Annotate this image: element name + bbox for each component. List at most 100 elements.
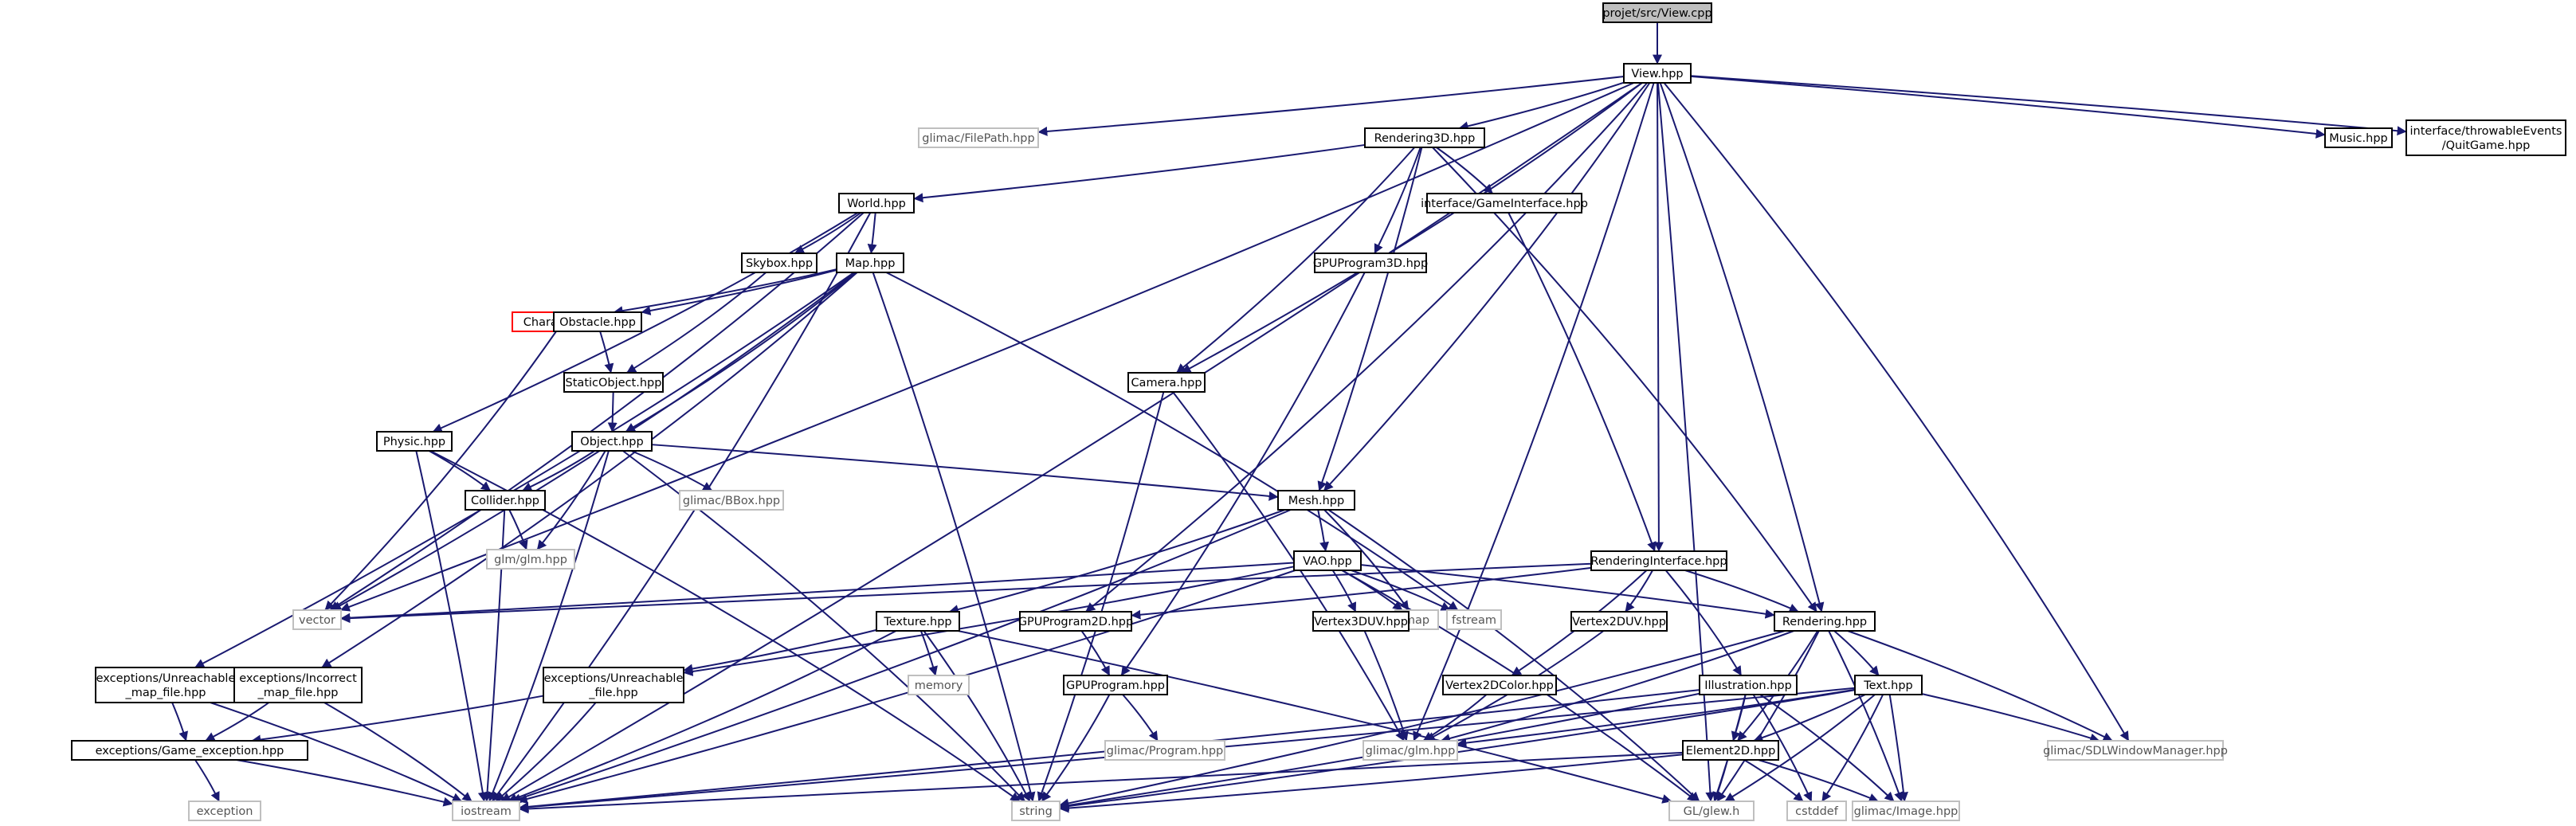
node-rendering3d[interactable]: Rendering3D.hpp: [1364, 127, 1485, 148]
node-box-mesh: [1277, 490, 1355, 511]
node-unreach_file[interactable]: exceptions/Unreachable_file.hpp: [543, 667, 684, 703]
edge-vao-to-unreach_file: [683, 566, 1295, 676]
node-glew: GL/glew.h: [1668, 801, 1755, 821]
node-illustration[interactable]: Illustration.hpp: [1699, 675, 1798, 695]
node-label-glimac_image: glimac/Image.hpp: [1854, 805, 1958, 818]
edge-renderinginterface-to-gpuprogram2d: [1131, 566, 1592, 620]
node-view_hpp[interactable]: View.hpp: [1623, 63, 1692, 84]
node-label-glm_glm: glm/glm.hpp: [494, 554, 567, 566]
edge-unreach_map-to-game_exception: [171, 702, 188, 742]
edge-game_exception-to-iostream: [236, 759, 453, 807]
node-gpuprogram2d[interactable]: GPUProgram2D.hpp: [1018, 611, 1133, 632]
node-label-incorrect_map: exceptions/Incorrect: [239, 672, 357, 685]
node-staticobject[interactable]: StaticObject.hpp: [563, 372, 664, 393]
edge-illustration-to-glimac_image: [1759, 694, 1895, 802]
node-vertex2duv[interactable]: Vertex2DUV.hpp: [1570, 611, 1668, 632]
node-box-vertex3duv: [1312, 611, 1410, 632]
edge-rendering3d-to-gameinterface: [1436, 147, 1494, 194]
node-box-quitgame: [2405, 119, 2566, 156]
edge-texture-to-glew: [958, 630, 1672, 804]
edge-renderinginterface-to-vertex2duv: [1625, 570, 1653, 613]
node-label-glimac_filepath: glimac/FilePath.hpp: [922, 132, 1034, 145]
edge-rendering3d-to-world: [913, 143, 1366, 203]
edge-gpuprogram2d-to-gpuprogram: [1080, 630, 1111, 676]
node-view_cpp[interactable]: projet/src/View.cpp: [1602, 2, 1712, 23]
node-gpuprogram[interactable]: GPUProgram.hpp: [1063, 675, 1168, 695]
edge-object-to-glimac_bbox: [630, 450, 713, 491]
node-gpuprogram3d[interactable]: GPUProgram3D.hpp: [1313, 252, 1428, 273]
node-label-glew: GL/glew.h: [1684, 805, 1740, 818]
edge-world-to-skybox: [794, 212, 862, 254]
node-vao[interactable]: VAO.hpp: [1293, 550, 1362, 571]
node-object[interactable]: Object.hpp: [571, 431, 653, 452]
edge-map-to-obstacle: [641, 269, 837, 315]
edge-view_hpp-to-camera: [1181, 82, 1643, 374]
node-camera[interactable]: Camera.hpp: [1127, 372, 1206, 393]
node-glimac_bbox: glimac/BBox.hpp: [679, 490, 784, 511]
node-label-map: Map.hpp: [845, 257, 896, 270]
node-label-exception: exception: [197, 805, 253, 818]
node-box-sdlwindow: [2047, 740, 2224, 761]
node-renderinginterface[interactable]: RenderingInterface.hpp: [1590, 550, 1727, 571]
node-label-obstacle: Obstacle.hpp: [559, 316, 636, 329]
node-box-illustration: [1699, 675, 1798, 695]
node-cstddef: cstddef: [1786, 801, 1847, 821]
node-physic[interactable]: Physic.hpp: [376, 431, 453, 452]
node-quitgame[interactable]: interface/throwableEvents/QuitGame.hpp: [2405, 119, 2566, 156]
node-label-sdlwindow: glimac/SDLWindowManager.hpp: [2043, 745, 2228, 757]
node-texture[interactable]: Texture.hpp: [876, 611, 960, 632]
edge-rendering-to-string: [1059, 630, 1786, 808]
node-box-vao: [1293, 550, 1362, 571]
node-box-string: [1011, 801, 1061, 821]
edge-mesh-to-map_std: [1323, 509, 1410, 611]
node-rendering[interactable]: Rendering.hpp: [1774, 611, 1876, 632]
edge-view_hpp-to-rendering3d: [1458, 81, 1625, 131]
edge-rendering3d-to-gpuprogram3d: [1374, 147, 1421, 254]
node-map[interactable]: Map.hpp: [836, 252, 904, 273]
edge-vao-to-rendering: [1360, 564, 1775, 619]
node-label-game_exception: exceptions/Game_exception.hpp: [96, 745, 284, 757]
node-vertex2dcolor[interactable]: Vertex2DColor.hpp: [1442, 675, 1557, 695]
edge-illustration-to-cstddef: [1752, 694, 1813, 802]
edge-rendering-to-glimac_glm: [1440, 630, 1794, 743]
node-vertex3duv[interactable]: Vertex3DUV.hpp: [1312, 611, 1410, 632]
node-world[interactable]: World.hpp: [838, 193, 915, 213]
node-label-glimac_program: glimac/Program.hpp: [1107, 745, 1224, 757]
node-mesh[interactable]: Mesh.hpp: [1277, 490, 1355, 511]
node-skybox[interactable]: Skybox.hpp: [741, 252, 817, 273]
edge-element2d-to-string: [1059, 754, 1684, 813]
node-sdlwindow: glimac/SDLWindowManager.hpp: [2043, 740, 2228, 761]
node-text[interactable]: Text.hpp: [1854, 675, 1923, 695]
node-music[interactable]: Music.hpp: [2324, 127, 2393, 148]
edge-vertex2dcolor-to-glimac_glm: [1422, 694, 1488, 742]
edge-view_hpp-to-music: [1690, 75, 2326, 139]
node-box-view_cpp: [1602, 2, 1712, 23]
edge-world-to-map: [867, 212, 877, 254]
edge-gpuprogram-to-glimac_program: [1122, 694, 1159, 742]
node-gameinterface[interactable]: interface/GameInterface.hpp: [1421, 193, 1588, 213]
node-incorrect_map[interactable]: exceptions/Incorrect_map_file.hpp: [233, 667, 363, 703]
node-box-collider: [465, 490, 546, 511]
edge-element2d-to-glew: [1713, 759, 1729, 802]
node-label-vertex2duv: Vertex2DUV.hpp: [1572, 616, 1666, 628]
node-unreach_map[interactable]: exceptions/Unreachable_map_file.hpp: [95, 667, 237, 703]
node-label-iostream: iostream: [461, 805, 512, 818]
node-box-unreach_file: [543, 667, 684, 703]
node-box-fstream: [1446, 609, 1502, 630]
edge-vao-to-vertex3duv: [1331, 570, 1357, 613]
node-element2d[interactable]: Element2D.hpp: [1682, 740, 1779, 761]
node-box-vertex2duv: [1570, 611, 1668, 632]
node-game_exception[interactable]: exceptions/Game_exception.hpp: [71, 740, 308, 761]
node-obstacle[interactable]: Obstacle.hpp: [553, 311, 642, 332]
node-memory: memory: [908, 675, 970, 695]
node-label-view_hpp: View.hpp: [1631, 68, 1683, 80]
node-label-rendering3d: Rendering3D.hpp: [1374, 132, 1476, 145]
node-box-skybox: [741, 252, 817, 273]
node-box-gpuprogram: [1063, 675, 1168, 695]
node-label-quitgame: /QuitGame.hpp: [2442, 139, 2531, 152]
edge-view_hpp-to-quitgame: [1690, 75, 2407, 136]
node-label-view_cpp: projet/src/View.cpp: [1602, 7, 1711, 20]
node-collider[interactable]: Collider.hpp: [465, 490, 546, 511]
node-box-vector: [292, 609, 342, 630]
edge-unreach_file-to-iostream: [495, 702, 597, 802]
